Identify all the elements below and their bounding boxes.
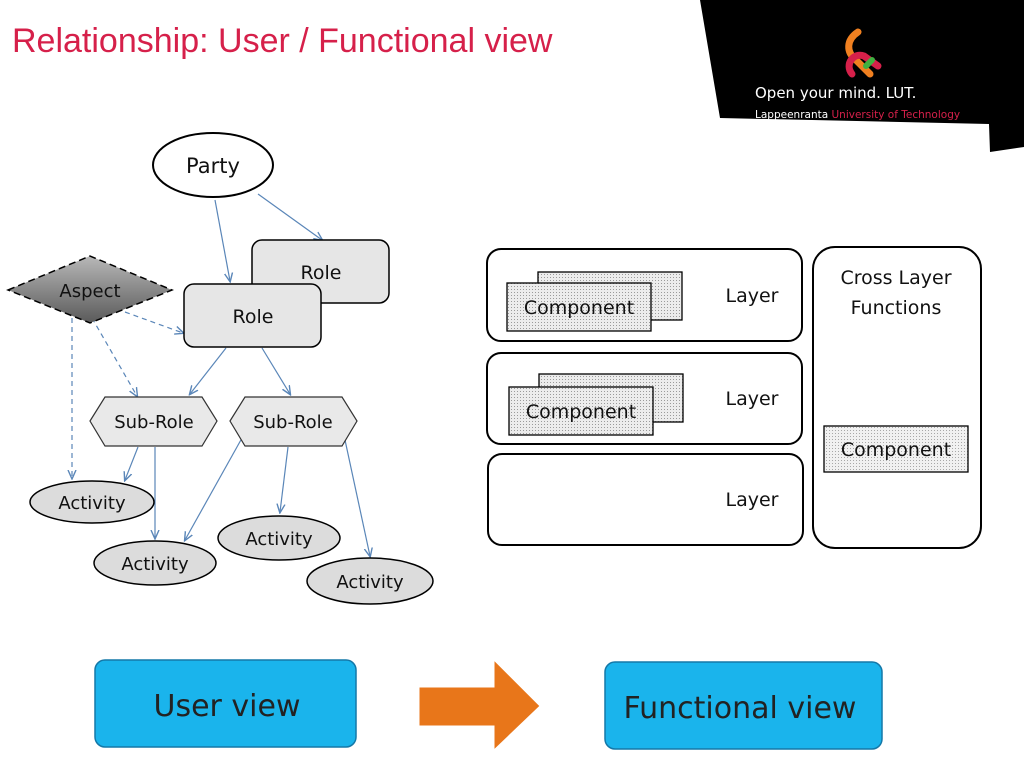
logo-block: Open your mind. LUT. Lappeenranta Univer… — [700, 0, 1024, 152]
logo-university: Lappeenranta University of Technology — [755, 109, 960, 121]
component-label-2: Component — [526, 401, 636, 423]
aspect-label: Aspect — [59, 281, 120, 302]
arrow-role-subrole-right — [261, 347, 290, 394]
logo-university-prefix: Lappeenranta — [755, 109, 829, 121]
arrow-subrole-activity-5 — [344, 439, 370, 556]
cross-layer-component-box — [823, 425, 969, 473]
sub-role-right-label: Sub-Role — [253, 412, 333, 433]
logo-university-suffix: University of Technology — [831, 109, 961, 121]
party-label: Party — [186, 154, 240, 178]
logo-tagline: Open your mind. LUT. — [755, 84, 917, 102]
user-diagram: Party Role Role Aspect Sub-Role Sub-Role… — [6, 132, 434, 605]
sub-role-left-label: Sub-Role — [114, 412, 194, 433]
cross-layer-title-line1: Cross Layer — [840, 267, 951, 289]
layer-label-1: Layer — [726, 285, 779, 307]
slide-title: Relationship: User / Functional view — [12, 22, 553, 60]
logo-background — [700, 0, 1024, 152]
activity-label-1: Activity — [58, 493, 126, 514]
activity-label-3: Activity — [245, 529, 313, 550]
arrow-subrole-activity-1 — [125, 446, 139, 480]
dashed-arrow-aspect-subrole — [91, 317, 137, 396]
activity-node-1 — [29, 480, 155, 524]
ampersand-logo-icon — [845, 28, 882, 78]
sub-role-right-node — [229, 396, 358, 447]
cross-layer-component-label: Component — [841, 439, 951, 461]
functional-diagram: Component Layer Component Layer Layer Cr… — [486, 246, 982, 549]
functional-view-box — [604, 661, 883, 750]
role-front-label: Role — [233, 306, 274, 328]
dashed-arrow-aspect-role — [124, 311, 183, 333]
arrow-subrole-activity-4 — [280, 446, 289, 512]
layer-label-2: Layer — [726, 388, 779, 410]
views-row: User view Functional view — [94, 658, 883, 752]
user-view-box — [94, 659, 357, 748]
layer-box-3 — [487, 453, 804, 546]
role-back-label: Role — [301, 262, 342, 284]
cross-layer-box — [812, 246, 982, 549]
arrow-party-role-front — [214, 199, 230, 281]
arrow-party-role-back — [257, 193, 322, 240]
activity-node-4 — [306, 557, 434, 605]
activity-node-3 — [217, 515, 341, 561]
activity-node-2 — [93, 540, 217, 586]
component-box-2 — [508, 386, 654, 436]
sub-role-left-node — [89, 396, 218, 447]
component-label-1: Component — [524, 297, 634, 319]
arrow-role-subrole-left — [190, 347, 227, 394]
arrow-subrole-activity-3 — [185, 437, 243, 540]
activity-label-4: Activity — [336, 572, 404, 593]
layer-label-3: Layer — [726, 489, 779, 511]
aspect-node — [6, 255, 174, 324]
right-arrow-icon — [418, 658, 541, 752]
user-view-label: User view — [154, 689, 301, 724]
party-node — [152, 132, 274, 198]
functional-view-label: Functional view — [624, 691, 857, 726]
component-box-1 — [506, 282, 652, 332]
activity-label-2: Activity — [121, 554, 189, 575]
cross-layer-title-line2: Functions — [851, 297, 942, 319]
role-front-node — [183, 283, 322, 348]
